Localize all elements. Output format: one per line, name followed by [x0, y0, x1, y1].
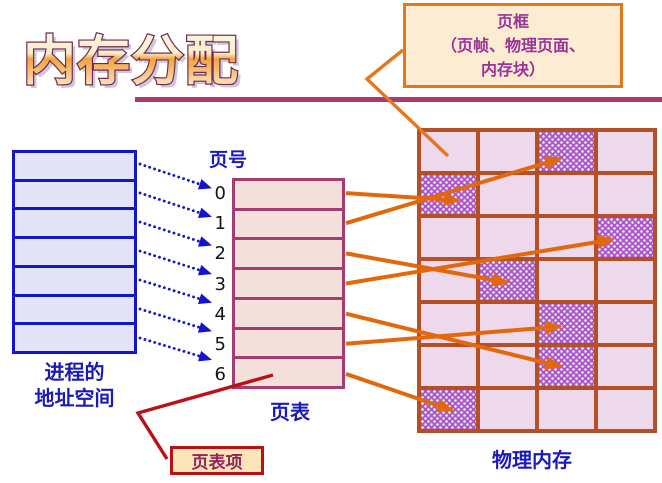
process-address-space-box: [12, 150, 137, 354]
memory-frame-allocated: [421, 390, 476, 429]
memory-frame-allocated: [598, 218, 653, 257]
page-number-label: 1: [214, 213, 226, 235]
address-space-row: [15, 264, 134, 294]
title-divider-line: [135, 97, 662, 102]
page-title-shadow: 内存分配: [27, 35, 243, 96]
page-title-wordart: 内存分配 内存分配: [22, 30, 243, 96]
page-table-row: [235, 296, 342, 327]
page-number-label: 4: [214, 303, 226, 325]
address-space-row: [15, 236, 134, 265]
memory-frame-free: [539, 261, 594, 300]
process-address-space-label: 进程的 地址空间: [2, 359, 147, 411]
page-table-row: [235, 356, 342, 386]
memory-frame-free: [421, 132, 476, 171]
address-space-row: [15, 207, 134, 236]
memory-frame-free: [539, 390, 594, 429]
memory-frame-free: [480, 132, 535, 171]
memory-frame-free: [480, 347, 535, 386]
page-table-row: [235, 237, 342, 267]
address-space-row: [15, 153, 134, 179]
page-table-entry-callout-label: 页表项: [191, 453, 243, 473]
memory-frame-free: [598, 390, 653, 429]
memory-frame-free: [539, 175, 594, 214]
physical-memory-label: 物理内存: [492, 448, 572, 472]
memory-frame-free: [539, 218, 594, 257]
page-number-label: 0: [214, 183, 226, 205]
page-number-heading: 页号: [208, 149, 247, 171]
memory-frame-free: [480, 175, 535, 214]
page-frame-callout-line1: 页框: [496, 11, 529, 31]
process-address-space-label-line2: 地址空间: [34, 386, 115, 410]
page-number-label: 3: [214, 273, 226, 295]
page-table-box: [232, 178, 345, 389]
memory-frame-free: [598, 261, 653, 300]
page-number-label: 6: [214, 363, 226, 385]
page-number-label: 2: [214, 243, 226, 265]
memory-frame-allocated: [539, 347, 594, 386]
memory-frame-free: [421, 261, 476, 300]
memory-frame-free: [598, 304, 653, 343]
memory-frame-free: [598, 175, 653, 214]
memory-frame-allocated: [539, 304, 594, 343]
page-number-label: 5: [214, 333, 226, 355]
address-space-row: [15, 293, 134, 323]
address-space-row: [15, 322, 134, 351]
memory-frame-free: [480, 390, 535, 429]
page-frame-callout-box: 页框 （页帧、物理页面、 内存块）: [403, 3, 623, 88]
memory-frame-free: [421, 304, 476, 343]
page-table-entry-callout-box: 页表项: [170, 446, 264, 475]
memory-frame-free: [421, 347, 476, 386]
page-frame-callout-line2: （页帧、物理页面、: [440, 35, 585, 55]
page-table-row: [235, 326, 342, 357]
memory-frame-allocated: [480, 261, 535, 300]
page-title: 内存分配: [23, 31, 239, 92]
page-table-row: [235, 181, 342, 208]
memory-frame-free: [598, 132, 653, 171]
memory-frame-allocated: [421, 175, 476, 214]
process-address-space-label-line1: 进程的: [44, 360, 105, 384]
page-table-label: 页表: [270, 400, 310, 424]
memory-frame-free: [480, 304, 535, 343]
memory-frame-free: [480, 218, 535, 257]
page-frame-callout-line3: 内存块）: [480, 59, 545, 79]
page-table-row: [235, 267, 342, 297]
page-table-row: [235, 207, 342, 238]
memory-frame-allocated: [539, 132, 594, 171]
address-space-row: [15, 178, 134, 208]
physical-memory-grid: [417, 128, 657, 433]
memory-frame-free: [421, 218, 476, 257]
memory-frame-free: [598, 347, 653, 386]
